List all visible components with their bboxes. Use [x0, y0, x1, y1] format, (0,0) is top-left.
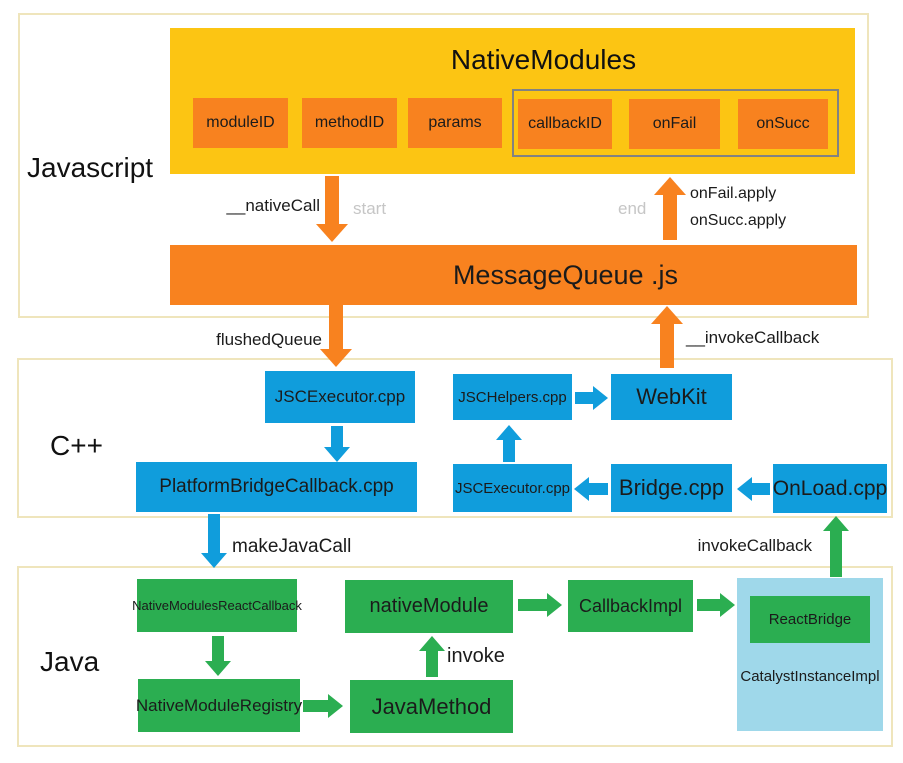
java-section [17, 566, 893, 747]
native-module-to-callback-impl-arrow [518, 593, 562, 617]
java-method-box: JavaMethod [350, 680, 513, 733]
start-label: start [353, 199, 387, 218]
jsc-executor-top-box: JSCExecutor.cpp [265, 371, 415, 423]
bridge-box: Bridge.cpp [611, 464, 732, 512]
jsc-helpers-to-webkit-arrow [575, 386, 608, 410]
flushed-queue-arrow [320, 305, 352, 367]
field-module-id: moduleID [193, 98, 288, 148]
native-modules-react-callback-box: NativeModulesReactCallback [132, 579, 302, 632]
invoke-callback-js-arrow [651, 306, 683, 368]
jsc-executor-to-helpers-arrow [496, 425, 522, 462]
registry-to-java-method-arrow [303, 694, 343, 718]
catalyst-instance-impl-label: CatalystInstanceImpl [740, 668, 880, 685]
on-fail-apply-label: onFail.apply [690, 185, 777, 202]
message-queue-box: MessageQueue .js [170, 245, 857, 305]
callback-impl-to-catalyst-arrow [697, 593, 735, 617]
end-label: end [618, 199, 647, 218]
native-module-registry-box: NativeModuleRegistry [136, 679, 302, 732]
field-params: params [408, 98, 502, 148]
callback-up-arrow [654, 177, 686, 240]
native-call-label: __nativeCall [226, 196, 320, 215]
on-succ-apply-label: onSucc.apply [690, 212, 787, 229]
callback-group-border [512, 89, 839, 157]
javascript-section-label: Javascript [27, 152, 154, 183]
platform-bridge-callback-box: PlatformBridgeCallback.cpp [136, 462, 417, 512]
callback-impl-box: CallbackImpl [568, 580, 693, 632]
cpp-section-label: C++ [50, 430, 103, 461]
invoke-label: invoke [447, 645, 505, 667]
field-method-id: methodID [302, 98, 397, 148]
onload-box: OnLoad.cpp [773, 464, 887, 513]
jsc-helpers-box: JSCHelpers.cpp [453, 374, 572, 420]
make-java-call-label: makeJavaCall [232, 536, 352, 557]
react-bridge-box: ReactBridge [750, 596, 870, 643]
java-method-invoke-arrow [419, 636, 445, 677]
react-callback-to-registry-arrow [205, 636, 231, 676]
webkit-box: WebKit [611, 374, 732, 420]
field-on-succ: onSucc [738, 99, 828, 149]
field-callback-id: callbackID [518, 99, 612, 149]
bridge-to-jsc-executor-arrow [574, 477, 608, 501]
native-modules-title: NativeModules [450, 44, 637, 75]
invoke-callback-native-label: invokeCallback [697, 536, 812, 555]
native-module-box: nativeModule [345, 580, 513, 633]
java-section-label: Java [40, 646, 100, 677]
jsc-executor-down-arrow [324, 426, 350, 462]
invoke-callback-js-label: __invokeCallback [686, 328, 820, 347]
native-call-down-arrow [316, 176, 348, 242]
field-on-fail: onFail [629, 99, 720, 149]
javascript-section [18, 13, 869, 318]
make-java-call-arrow [201, 514, 227, 568]
invoke-callback-native-arrow [823, 516, 849, 577]
flushed-queue-label: flushedQueue [216, 330, 322, 349]
jsc-executor-bottom-box: JSCExecutor.cpp [453, 464, 572, 512]
cpp-section [17, 358, 893, 518]
onload-to-bridge-arrow [737, 477, 770, 501]
